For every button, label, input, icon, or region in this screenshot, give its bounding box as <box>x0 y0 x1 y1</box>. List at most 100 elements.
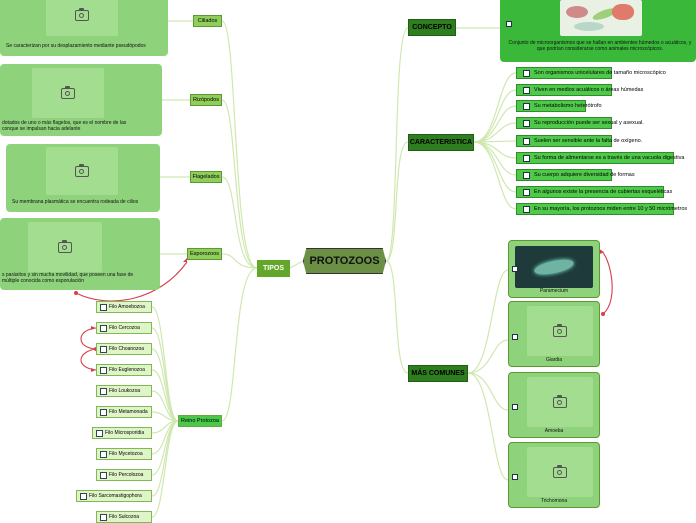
tipo-flagelados[interactable]: Flagelados <box>190 171 222 183</box>
checkbox-icon[interactable] <box>512 404 518 410</box>
filo-label: Filo Sulcozoa <box>109 514 140 520</box>
reino-protozoa[interactable]: Reino Protozoa <box>178 415 222 427</box>
camera-icon <box>75 163 89 177</box>
image-placeholder <box>46 147 118 195</box>
filo-item[interactable]: Filo Amoebozoa <box>96 301 152 313</box>
caracteristica-item[interactable]: Su forma de alimentarse es a través de u… <box>516 152 684 164</box>
filo-label: Filo Loukozoa <box>109 388 141 394</box>
camera-icon <box>553 464 567 478</box>
example-card-paramecium[interactable]: Paramecium <box>508 240 600 298</box>
branch-caracteristica[interactable]: CARACTERISTICA <box>408 134 474 151</box>
checkbox-icon[interactable] <box>100 471 107 479</box>
caracteristica-item[interactable]: En su mayoría, los protozoos miden entre… <box>516 203 687 215</box>
checkbox-icon[interactable] <box>80 492 87 500</box>
checkbox-icon[interactable] <box>523 102 530 110</box>
camera-icon <box>61 85 75 99</box>
filo-label: Filo Sarcomastigophora <box>89 493 142 499</box>
caracteristica-item[interactable]: Su metabolismo heterótrofo <box>516 100 602 112</box>
caracteristica-item[interactable]: Su reproducción puede ser sexual y asexu… <box>516 117 644 129</box>
paramecium-image <box>515 246 593 288</box>
checkbox-icon[interactable] <box>512 266 518 272</box>
branch-concepto[interactable]: CONCEPTO <box>408 19 456 36</box>
camera-icon <box>58 239 72 253</box>
checkbox-icon[interactable] <box>100 513 107 521</box>
checkbox-icon[interactable] <box>100 366 107 374</box>
filo-item[interactable]: Filo Cercozoa <box>96 322 152 334</box>
tipo-description: s parásitos y sin mucha movilidad, que p… <box>2 272 134 284</box>
filo-label: Filo Microsporidia <box>105 430 145 436</box>
image-placeholder <box>527 377 593 427</box>
example-card-amoeba[interactable]: Amoeba <box>508 372 600 438</box>
filo-item[interactable]: Filo Metamonada <box>96 406 152 418</box>
checkbox-icon[interactable] <box>100 324 107 332</box>
tipo-card-ciliados[interactable]: Se caracterizan por su desplazamiento me… <box>0 0 168 56</box>
filo-item[interactable]: Filo Euglenozoa <box>96 364 152 376</box>
caracteristica-item[interactable]: Viven en medios acuáticos o áreas húmeda… <box>516 84 643 96</box>
filo-label: Filo Euglenozoa <box>109 367 145 373</box>
filo-item[interactable]: Filo Choanozoa <box>96 343 152 355</box>
example-card-giardia[interactable]: Giardia <box>508 301 600 367</box>
checkbox-icon[interactable] <box>100 408 107 416</box>
filo-item[interactable]: Filo Loukozoa <box>96 385 152 397</box>
filo-label: Filo Choanozoa <box>109 346 145 352</box>
branch-tipos[interactable]: TIPOS <box>257 260 290 277</box>
caracteristica-item[interactable]: Son organismos unicelulares de tamaño mi… <box>516 67 666 79</box>
filo-item[interactable]: Filo Microsporidia <box>92 427 152 439</box>
example-label: Trichomona <box>540 498 568 504</box>
example-card-trichomona[interactable]: Trichomona <box>508 442 600 508</box>
central-topic[interactable]: PROTOZOOS <box>303 248 386 274</box>
checkbox-icon[interactable] <box>506 21 512 27</box>
caracteristica-item[interactable]: En algunos existe la presencia de cubier… <box>516 186 672 198</box>
checkbox-icon[interactable] <box>523 119 530 127</box>
filo-label: Filo Mycetozoa <box>109 451 143 457</box>
caracteristica-item[interactable]: Suelen ser sensible ante la falta de oxí… <box>516 135 642 147</box>
tipo-card-rizopodos[interactable]: dotados de uno o más flagelos, que es el… <box>0 64 162 136</box>
caracteristica-text: Su forma de alimentarse es a través de u… <box>534 155 685 161</box>
image-placeholder <box>46 0 118 36</box>
caracteristica-text: Su cuerpo adquiere diversidad de formas <box>534 172 635 178</box>
checkbox-icon[interactable] <box>523 137 530 145</box>
caracteristica-text: Viven en medios acuáticos o áreas húmeda… <box>534 87 644 93</box>
filo-item[interactable]: Filo Mycetozoa <box>96 448 152 460</box>
checkbox-icon[interactable] <box>96 429 103 437</box>
protozoa-illustration <box>560 0 642 36</box>
checkbox-icon[interactable] <box>100 345 107 353</box>
filo-item[interactable]: Filo Sarcomastigophora <box>76 490 152 502</box>
caracteristica-item[interactable]: Su cuerpo adquiere diversidad de formas <box>516 169 635 181</box>
camera-icon <box>75 7 89 21</box>
checkbox-icon[interactable] <box>512 334 518 340</box>
checkbox-icon[interactable] <box>523 188 530 196</box>
tipo-card-esporozoos[interactable]: s parásitos y sin mucha movilidad, que p… <box>0 218 160 290</box>
example-label: Paramecium <box>539 288 569 294</box>
tipo-esporozoos[interactable]: Esporozoos <box>187 248 222 260</box>
tipo-description: Su membrana plasmática se encuentra rode… <box>12 199 139 205</box>
checkbox-icon[interactable] <box>512 474 518 480</box>
filo-item[interactable]: Filo Percolozoa <box>96 469 152 481</box>
checkbox-icon[interactable] <box>523 171 530 179</box>
camera-icon <box>553 394 567 408</box>
caracteristica-text: Su reproducción puede ser sexual y asexu… <box>534 120 644 126</box>
caracteristica-text: Son organismos unicelulares de tamaño mi… <box>534 70 666 76</box>
caracteristica-text: En algunos existe la presencia de cubier… <box>534 189 673 195</box>
camera-icon <box>553 323 567 337</box>
checkbox-icon[interactable] <box>523 69 530 77</box>
checkbox-icon[interactable] <box>523 154 530 162</box>
checkbox-icon[interactable] <box>100 303 107 311</box>
filo-label: Filo Cercozoa <box>109 325 140 331</box>
concepto-card[interactable]: Conjunto de microorganismos que se halla… <box>500 0 696 62</box>
checkbox-icon[interactable] <box>100 387 107 395</box>
checkbox-icon[interactable] <box>523 205 530 213</box>
tipo-ciliados[interactable]: Ciliados <box>193 15 222 27</box>
caracteristica-text: En su mayoría, los protozoos miden entre… <box>534 206 688 212</box>
tipo-rizopodos[interactable]: Rizópodos <box>190 94 222 106</box>
checkbox-icon[interactable] <box>100 450 107 458</box>
concepto-description: Conjunto de microorganismos que se halla… <box>508 40 692 52</box>
checkbox-icon[interactable] <box>523 86 530 94</box>
tipo-card-flagelados[interactable]: Su membrana plasmática se encuentra rode… <box>6 144 160 212</box>
branch-mas-comunes[interactable]: MÁS COMUNES <box>408 365 468 382</box>
caracteristica-text: Suelen ser sensible ante la falta de oxí… <box>534 138 643 144</box>
filo-item[interactable]: Filo Sulcozoa <box>96 511 152 523</box>
filo-label: Filo Metamonada <box>109 409 148 415</box>
